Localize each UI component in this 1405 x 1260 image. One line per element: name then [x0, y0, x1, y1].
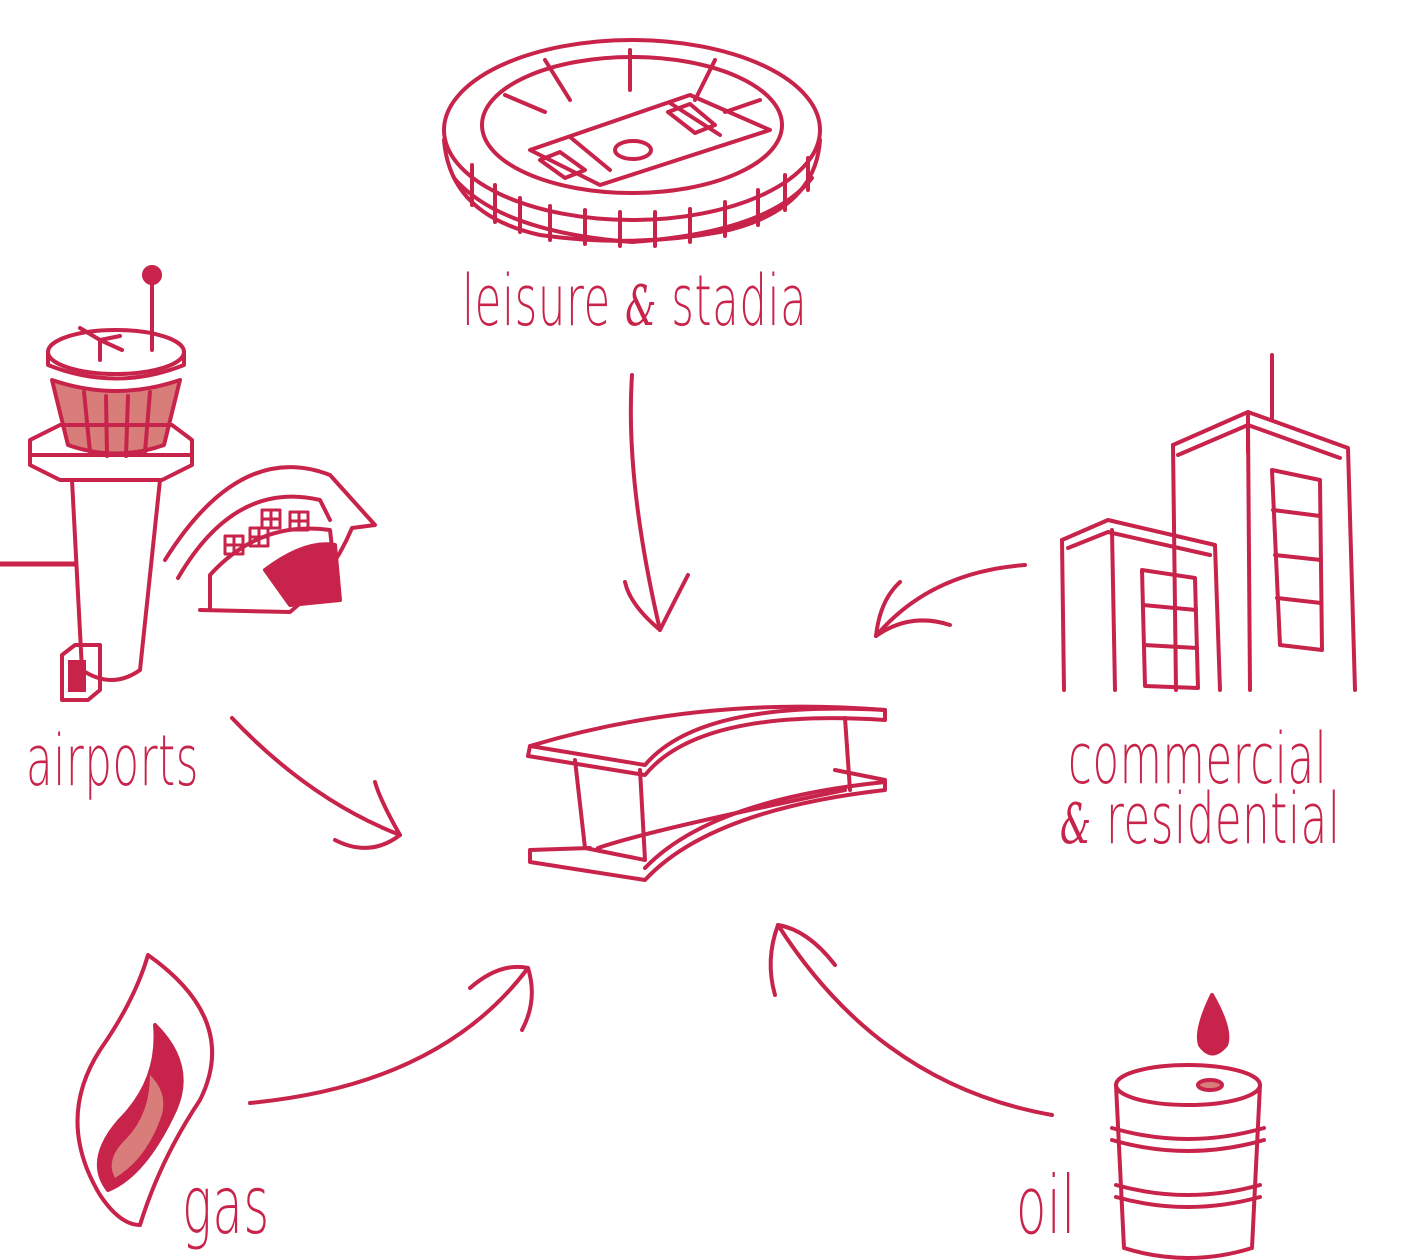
control-tower-icon	[0, 265, 377, 702]
label-commercial-amp: &	[1060, 792, 1092, 857]
label-stadia-amp: &	[625, 274, 657, 339]
buildings-icon	[1060, 353, 1357, 692]
stadium-icon	[442, 38, 822, 248]
arrow-gas	[248, 964, 534, 1105]
label-oil: oil	[1016, 1159, 1076, 1252]
arrow-oil	[768, 923, 1054, 1117]
label-commercial-line1: commercial	[1068, 718, 1328, 800]
label-stadia: leisure & stadia	[462, 266, 807, 336]
steel-i-beam-icon	[526, 704, 887, 882]
label-airports: airports	[26, 720, 200, 802]
label-stadia-tail: stadia	[656, 260, 808, 342]
label-gas: gas	[182, 1159, 270, 1252]
flame-icon	[75, 953, 215, 1227]
arrow-airports	[230, 716, 402, 850]
oil-barrel-icon	[1110, 993, 1266, 1260]
arrow-commercial	[874, 563, 1027, 638]
arrow-stadia	[623, 373, 690, 632]
label-stadia-main: leisure	[462, 260, 626, 342]
label-commercial-line2: & residential	[1060, 784, 1341, 854]
label-commercial-line2-text: residential	[1091, 778, 1341, 860]
